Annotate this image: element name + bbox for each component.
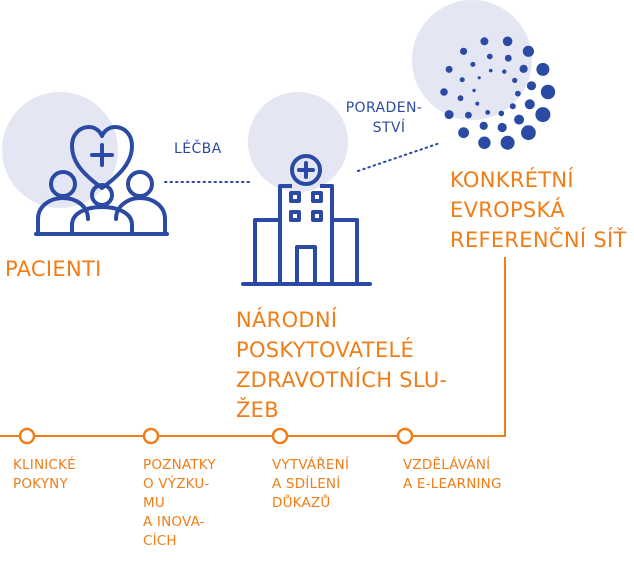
patients-icon [34,125,169,236]
timeline-label-education: VZDĚLÁVÁNÍ A E-LEARNING [403,456,502,494]
network-dot [497,122,507,133]
network-dot [536,62,550,76]
network-dot [440,88,448,96]
timeline-label-line: O VÝZKU- [143,476,210,492]
network-dot [514,114,525,125]
network-dots-icon [440,36,556,150]
network-dot [478,136,491,149]
network-dot [460,47,468,55]
timeline-label-line: A E-LEARNING [403,476,502,492]
timeline-label-line: DŮKAZŮ [272,495,331,511]
network-dot [535,107,551,123]
network-dot [502,69,507,74]
timeline-label-evidence: VYTVÁŘENÍ A SDÍLENÍ DŮKAZŮ [272,456,349,513]
network-dot [480,37,489,46]
network-dot [509,103,516,110]
network-dot [477,76,481,80]
network-halo [412,0,532,120]
timeline-label-line: VYTVÁŘENÍ [272,457,350,473]
advisory-link [357,142,441,172]
national-label-line: NÁRODNÍ [236,308,338,332]
network-dot [459,77,465,83]
timeline-label-line: VZDĚLÁVÁNÍ [403,457,491,473]
network-dot [458,127,469,139]
network-dot [540,84,556,100]
hospital-halo [248,92,348,192]
network-connector-line [494,257,506,437]
network-label-line: REFERENČNÍ SÍŤ [450,228,627,252]
national-label-line: ZDRAVOTNÍCH SLU- [236,368,448,392]
network-dot [500,135,515,150]
timeline-node-1 [18,427,36,445]
timeline-node-2 [142,427,160,445]
network-dot [457,95,464,102]
network-dot [465,111,472,119]
timeline-label-line: KLINICKÉ [13,457,76,473]
network-dot [470,61,476,67]
advisory-label-line: PORADEN- [345,100,423,116]
timeline-label-research: POZNATKY O VÝZKU- MU A INOVA- CÍCH [143,456,216,570]
timeline-node-3 [271,427,289,445]
network-dot [521,125,536,141]
timeline-label-line: A INOVA- [143,514,205,530]
network-label: KONKRÉTNÍ EVROPSKÁ REFERENČNÍ SÍŤ [450,165,627,255]
network-label-line: EVROPSKÁ [450,198,565,222]
network-dot [472,88,476,93]
timeline-label-line: CÍCH [143,533,177,549]
network-dot [498,110,505,117]
network-dot [502,36,513,47]
network-dot [504,54,512,62]
network-label-line: KONKRÉTNÍ [450,168,574,192]
timeline-label-line: POKYNY [13,476,68,492]
timeline-label-clinical-guidelines: KLINICKÉ POKYNY [13,456,76,494]
network-dot [488,68,493,73]
network-dot [526,81,537,91]
hospital-icon [241,154,372,286]
network-dot [485,110,491,115]
national-label-line: ŽEB [236,398,279,422]
treatment-label: LÉČBA [174,141,222,157]
timeline-label-line: MU [143,495,165,511]
network-dot [475,101,480,106]
national-label-line: POSKYTOVATELÉ [236,338,415,362]
network-dot [445,65,453,73]
network-dot [519,64,528,73]
network-dot [486,53,493,60]
advisory-label: PORADEN- STVÍ [340,98,428,138]
national-providers-label: NÁRODNÍ POSKYTOVATELÉ ZDRAVOTNÍCH SLU- Ž… [236,305,447,425]
network-dot [512,77,518,83]
patients-label: PACIENTI [5,257,102,281]
advisory-label-line: STVÍ [372,120,406,136]
network-dot [444,110,454,120]
network-dot [522,45,535,57]
network-dot [515,90,521,97]
timeline-label-line: POZNATKY [143,457,216,473]
network-dot [524,99,535,110]
timeline-label-line: A SDÍLENÍ [272,476,341,492]
network-dot [479,121,488,130]
timeline-node-4 [396,427,414,445]
